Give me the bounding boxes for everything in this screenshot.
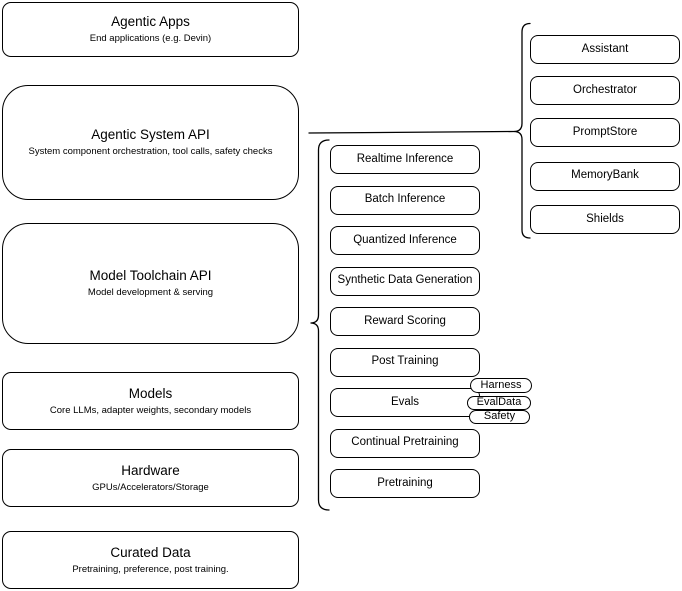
layer-subtitle: Model development & serving <box>87 287 214 299</box>
toolchain-item-pretraining: Pretraining <box>330 469 480 498</box>
layer-agentic-system-api: Agentic System API System component orch… <box>2 85 299 200</box>
layer-subtitle: System component orchestration, tool cal… <box>28 146 273 158</box>
layer-models: Models Core LLMs, adapter weights, secon… <box>2 372 299 430</box>
toolchain-brace <box>310 139 330 511</box>
toolchain-item-synthetic-data-generation: Synthetic Data Generation <box>330 266 480 296</box>
toolchain-item-evals: Evals <box>330 388 480 417</box>
toolchain-item-batch-inference: Batch Inference <box>330 185 480 215</box>
layer-hardware: Hardware GPUs/Accelerators/Storage <box>2 449 299 507</box>
components-brace <box>513 22 531 239</box>
toolchain-item-continual-pretraining: Continual Pretraining <box>330 428 480 458</box>
layer-subtitle: GPUs/Accelerators/Storage <box>92 481 209 493</box>
layer-model-toolchain-api: Model Toolchain API Model development & … <box>2 223 299 344</box>
system-api-connector-line <box>308 130 515 134</box>
layer-subtitle: Core LLMs, adapter weights, secondary mo… <box>49 404 252 416</box>
evals-tag-harness: Harness <box>470 378 532 393</box>
layer-agentic-apps: Agentic Apps End applications (e.g. Devi… <box>2 2 299 57</box>
component-promptstore: PromptStore <box>530 118 680 147</box>
layer-title: Models <box>128 385 173 401</box>
toolchain-item-realtime-inference: Realtime Inference <box>330 145 480 174</box>
layer-title: Agentic Apps <box>111 14 190 30</box>
toolchain-item-post-training: Post Training <box>330 347 480 377</box>
layer-curated-data: Curated Data Pretraining, preference, po… <box>2 531 299 589</box>
layer-title: Agentic System API <box>91 127 210 143</box>
toolchain-item-quantized-inference: Quantized Inference <box>330 226 480 255</box>
evals-tag-safety: Safety <box>469 409 530 424</box>
component-orchestrator: Orchestrator <box>530 76 680 105</box>
component-shields: Shields <box>530 205 680 234</box>
layer-title: Hardware <box>121 462 180 478</box>
layer-title: Curated Data <box>110 544 191 560</box>
layer-subtitle: End applications (e.g. Devin) <box>89 33 212 45</box>
evals-tag-evaldata: EvalData <box>467 395 531 410</box>
toolchain-item-reward-scoring: Reward Scoring <box>330 307 480 336</box>
layer-title: Model Toolchain API <box>89 268 212 284</box>
layer-subtitle: Pretraining, preference, post training. <box>72 563 229 575</box>
component-memorybank: MemoryBank <box>530 161 680 191</box>
component-assistant: Assistant <box>530 35 680 64</box>
